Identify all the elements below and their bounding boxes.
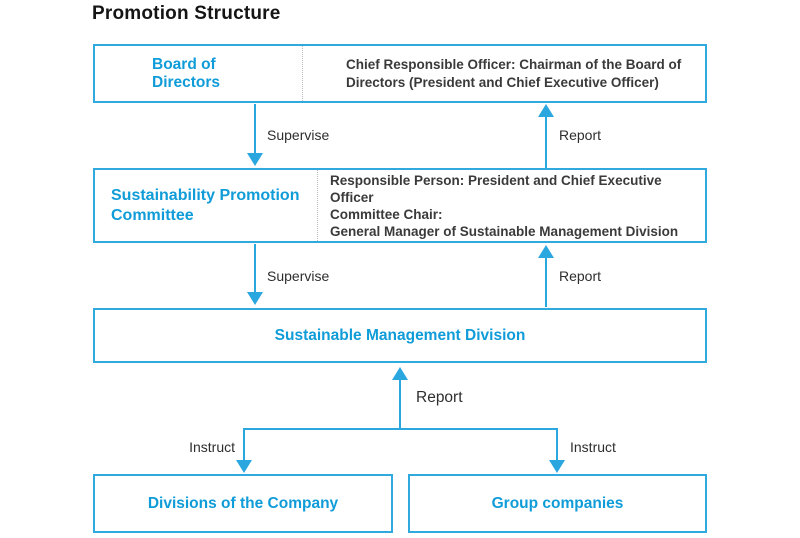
board-detail-cell: Chief Responsible Officer: Chairman of t… — [302, 46, 705, 101]
committee-name: Sustainability Promotion Committee — [111, 186, 300, 224]
board-name-cell: Board of Directors — [95, 46, 302, 101]
report-mid-arrowhead — [538, 245, 554, 258]
committee-detail-line-1: Responsible Person: President and Chief … — [330, 172, 662, 205]
node-board-of-directors: Board of Directors Chief Responsible Off… — [93, 44, 707, 103]
instruct-left-label: Instruct — [189, 439, 235, 455]
report-bottom-arrowhead — [392, 367, 408, 380]
instruct-right-arrowhead — [549, 460, 565, 473]
report-top-label: Report — [559, 127, 602, 143]
branch-horizontal-line — [243, 428, 558, 430]
instruct-left-arrow-line — [243, 428, 245, 461]
node-sustainable-management-division: Sustainable Management Division — [93, 308, 707, 363]
committee-detail-line-3: General Manager of Sustainable Managemen… — [330, 223, 679, 239]
instruct-right-arrow-line — [556, 428, 558, 461]
report-mid-arrow-line — [545, 257, 547, 307]
divisions-name: Divisions of the Company — [147, 494, 339, 512]
instruct-right-label: Instruct — [570, 439, 616, 455]
supervise-top-arrowhead — [247, 153, 263, 166]
committee-name-cell: Sustainability Promotion Committee — [95, 170, 317, 241]
group-companies-name: Group companies — [491, 494, 624, 512]
node-sustainability-promotion-committee: Sustainability Promotion Committee Respo… — [93, 168, 707, 243]
node-divisions-of-the-company: Divisions of the Company — [93, 474, 393, 533]
division-name: Sustainable Management Division — [274, 326, 526, 344]
report-bottom-label: Report — [416, 389, 463, 406]
report-bottom-arrow-line — [399, 379, 401, 429]
report-mid-label: Report — [559, 268, 602, 284]
committee-detail-line-2: Committee Chair: — [330, 206, 443, 222]
supervise-mid-arrow-line — [254, 244, 256, 293]
instruct-left-arrowhead — [236, 460, 252, 473]
supervise-top-label: Supervise — [267, 127, 330, 143]
page-title: Promotion Structure — [92, 3, 281, 24]
committee-detail-cell: Responsible Person: President and Chief … — [317, 170, 705, 241]
report-top-arrow-line — [545, 116, 547, 168]
node-group-companies: Group companies — [408, 474, 707, 533]
board-detail-line-1: Chief Responsible Officer: Chairman of t… — [346, 56, 682, 72]
supervise-mid-label: Supervise — [267, 268, 330, 284]
board-detail-line-2: Directors (President and Chief Executive… — [346, 74, 659, 90]
report-top-arrowhead — [538, 104, 554, 117]
supervise-mid-arrowhead — [247, 292, 263, 305]
board-name: Board of Directors — [152, 56, 221, 91]
supervise-top-arrow-line — [254, 104, 256, 154]
